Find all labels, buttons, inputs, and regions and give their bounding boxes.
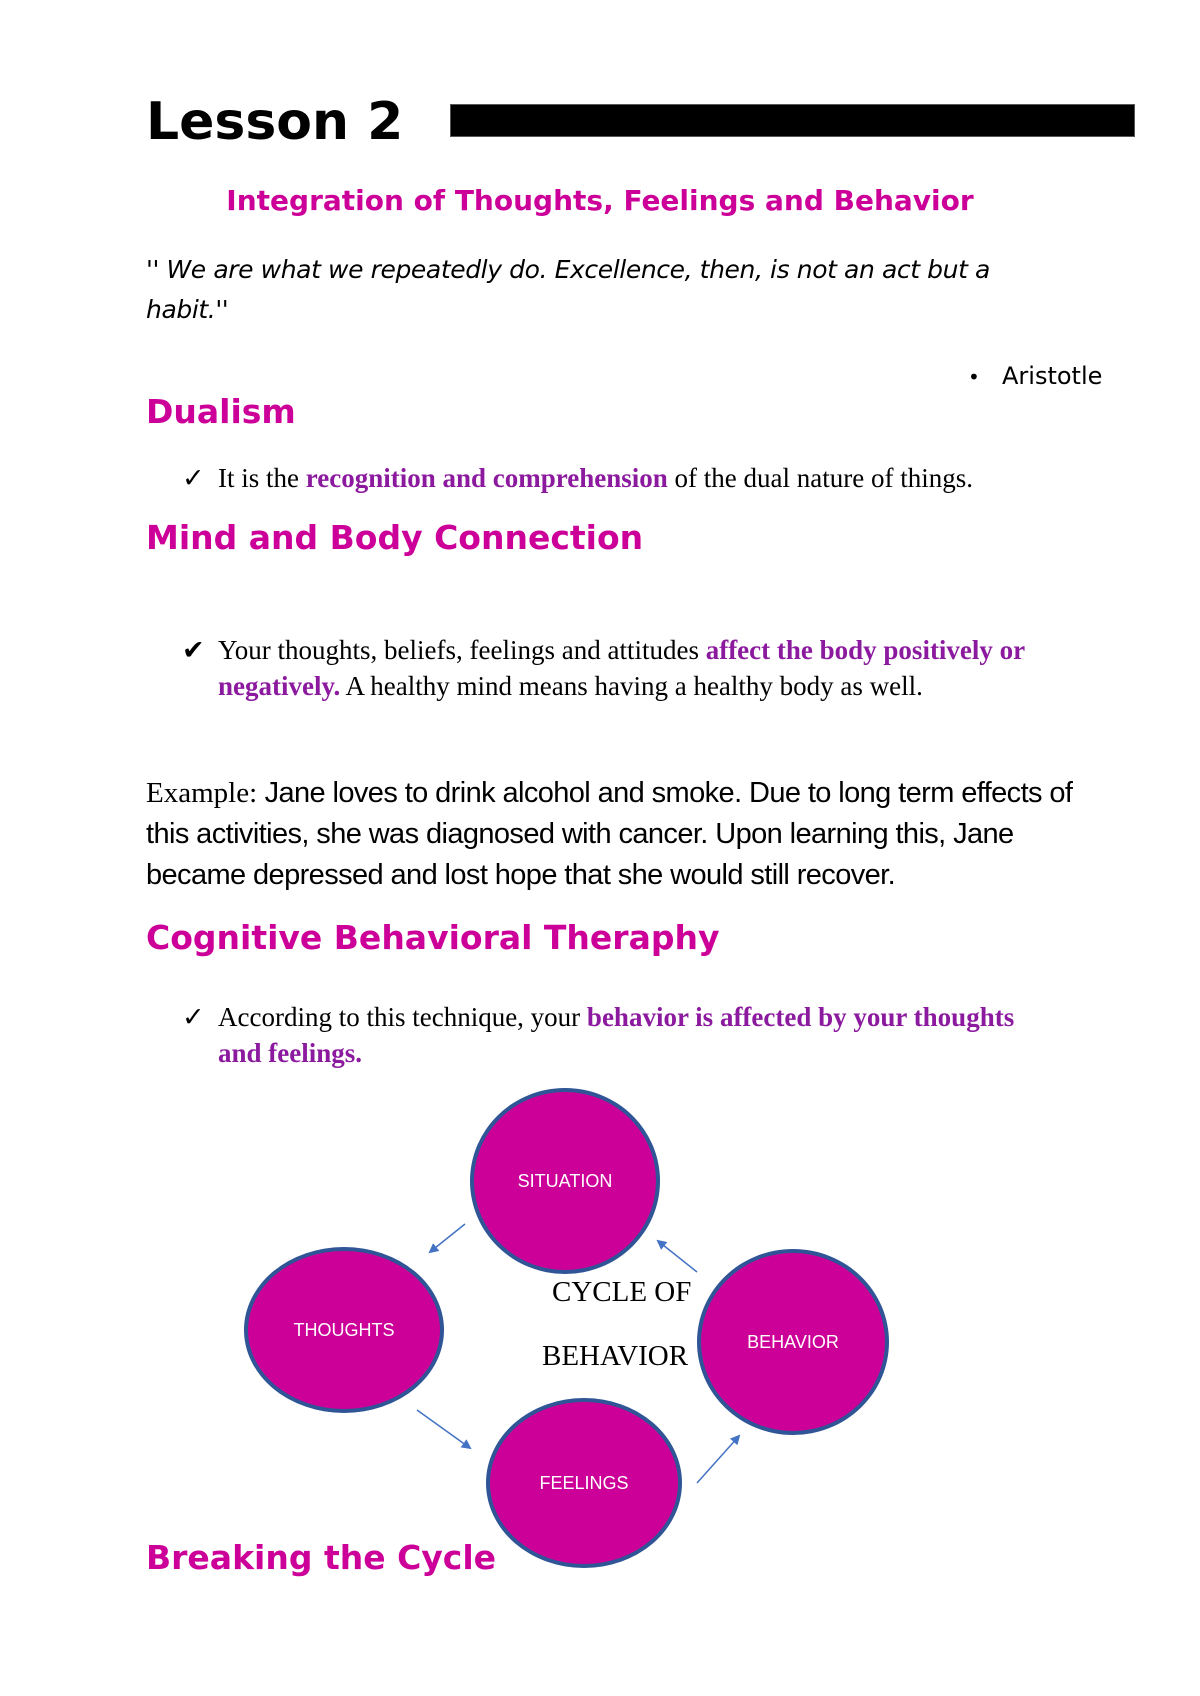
cycle-label-line1: CYCLE OF xyxy=(552,1276,692,1308)
arrow-feelings-to-behavior xyxy=(696,1434,741,1484)
heading-dualism: Dualism xyxy=(146,392,296,431)
dualism-text: ✓It is the recognition and comprehension… xyxy=(182,460,1082,496)
quote-author: • Aristotle xyxy=(968,362,1102,390)
lesson-subtitle: Integration of Thoughts, Feelings and Be… xyxy=(226,184,974,217)
node-thoughts: THOUGHTS xyxy=(244,1247,444,1413)
example-label: Example: xyxy=(146,777,258,809)
heading-mind-body: Mind and Body Connection xyxy=(146,518,644,557)
arrow-behavior-to-situation xyxy=(656,1239,698,1273)
checkmark-icon: ✓ xyxy=(182,1002,205,1032)
quote-text: '' We are what we repeatedly do. Excelle… xyxy=(146,255,990,324)
heading-cbt: Cognitive Behavioral Theraphy xyxy=(146,918,720,957)
heading-breaking-cycle: Breaking the Cycle xyxy=(146,1538,497,1577)
node-feelings: FEELINGS xyxy=(486,1398,682,1568)
arrow-situation-to-thoughts xyxy=(428,1223,466,1254)
arrow-thoughts-to-feelings xyxy=(416,1409,472,1450)
title-decorative-bar xyxy=(450,104,1135,137)
node-situation: SITUATION xyxy=(470,1088,660,1274)
cycle-label-line2: BEHAVIOR xyxy=(542,1340,689,1372)
highlight-text: affect the body positively or negatively… xyxy=(218,635,1025,701)
cbt-text: ✓According to this technique, your behav… xyxy=(182,999,1038,1071)
highlight-text: recognition and comprehension xyxy=(305,463,668,493)
lesson-title: Lesson 2 xyxy=(146,92,404,152)
example-paragraph: Example: Jane loves to drink alcohol and… xyxy=(146,777,1073,891)
node-behavior: BEHAVIOR xyxy=(697,1249,889,1435)
bullet-icon: • xyxy=(968,365,980,389)
mind-body-text: ✔Your thoughts, beliefs, feelings and at… xyxy=(182,632,1078,704)
author-name: Aristotle xyxy=(1002,362,1103,390)
highlight-text: behavior is affected by your thoughts an… xyxy=(218,1002,1015,1068)
checkmark-icon: ✔ xyxy=(182,635,205,665)
checkmark-icon: ✓ xyxy=(182,463,205,493)
